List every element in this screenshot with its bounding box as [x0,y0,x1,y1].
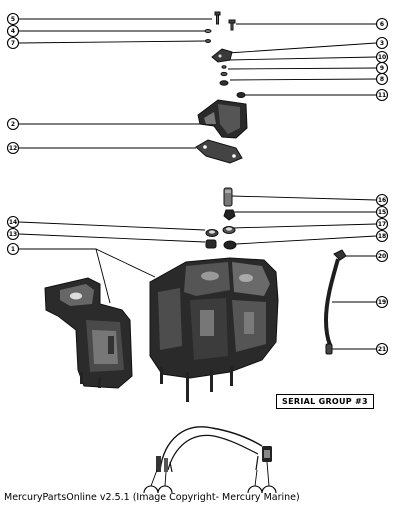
svg-text:18: 18 [378,233,386,240]
callout-5: 5 [6,12,20,26]
leader-17 [231,223,377,229]
svg-text:5: 5 [11,16,15,23]
grommet-part-11 [236,92,246,98]
leader-3 [227,42,377,54]
callout-1: 1 [6,242,20,256]
callout-18: 18 [375,229,389,243]
svg-text:17: 17 [378,221,386,228]
svg-text:13: 13 [9,231,17,238]
callout-15: 15 [375,205,389,219]
callout-20: 20 [375,249,389,263]
ring-part-17-hole [226,227,232,231]
svg-text:15: 15 [378,209,386,216]
callout-12: 12 [6,141,20,155]
bushing-part-8 [219,80,229,86]
leader-9 [227,67,377,70]
washer-part-10 [221,65,227,69]
plug-part-16 [223,187,233,207]
screw-part-6 [228,19,236,31]
callout-14: 14 [6,215,20,229]
svg-text:11: 11 [378,92,386,99]
callout-13: 13 [6,227,20,241]
image-credit: MercuryPartsOnline v2.5.1 (Image Copyrig… [4,492,300,503]
spacer-part-13 [205,239,217,249]
callout-17: 17 [375,217,389,231]
svg-text:2: 2 [11,121,15,128]
svg-text:8: 8 [380,76,384,83]
callout-10: 10 [375,50,389,64]
svg-text:1: 1 [11,246,15,253]
leader-13 [18,233,206,243]
svg-text:20: 20 [378,253,386,260]
svg-text:16: 16 [378,197,386,204]
washer-part-9 [220,71,228,77]
mount-bracket-part-2 [197,99,248,139]
callout-19: 19 [375,295,389,309]
grommet-part-18 [223,240,237,250]
gasket-part-12 [195,139,243,164]
valve-part-15 [223,209,236,221]
svg-text:7: 7 [11,40,15,47]
fitting-part-20 [333,249,347,261]
callout-2: 2 [6,117,20,131]
screw-part-5 [214,11,221,25]
wire-harness [156,426,272,473]
callout-11: 11 [375,88,389,102]
callout-16: 16 [375,193,389,207]
svg-text:4: 4 [11,28,15,35]
crankcase-block-part-1 [149,257,279,402]
leader-7 [18,40,206,44]
callout-21: 21 [375,342,389,356]
callout-4: 4 [6,24,20,38]
leader-14 [18,221,206,231]
svg-text:9: 9 [380,65,384,72]
hose-part-19 [323,258,340,346]
callout-7: 7 [6,36,20,50]
svg-text:10: 10 [378,54,386,61]
svg-text:3: 3 [380,40,384,47]
bracket-part-3 [211,48,233,63]
washer-part-4 [204,29,212,33]
serial-group-label: SERIAL GROUP #3 [276,394,374,409]
callout-9: 9 [375,61,389,75]
leader-10 [227,56,377,61]
svg-text:12: 12 [9,145,17,152]
svg-text:6: 6 [380,21,384,28]
svg-text:21: 21 [378,346,386,353]
svg-text:19: 19 [378,299,386,306]
leader-8 [229,78,377,81]
leader-18 [235,235,377,245]
bottom-callouts [143,461,277,494]
leader-1b [95,248,156,278]
svg-text:14: 14 [9,219,17,226]
washer-part-7 [205,39,211,43]
seal-part-14-hole [209,230,215,234]
fitting-part-21 [325,343,333,355]
callout-3: 3 [375,36,389,50]
callout-6: 6 [375,17,389,31]
callout-8: 8 [375,72,389,86]
housing-part-left [44,277,133,389]
leader-16 [231,195,377,201]
